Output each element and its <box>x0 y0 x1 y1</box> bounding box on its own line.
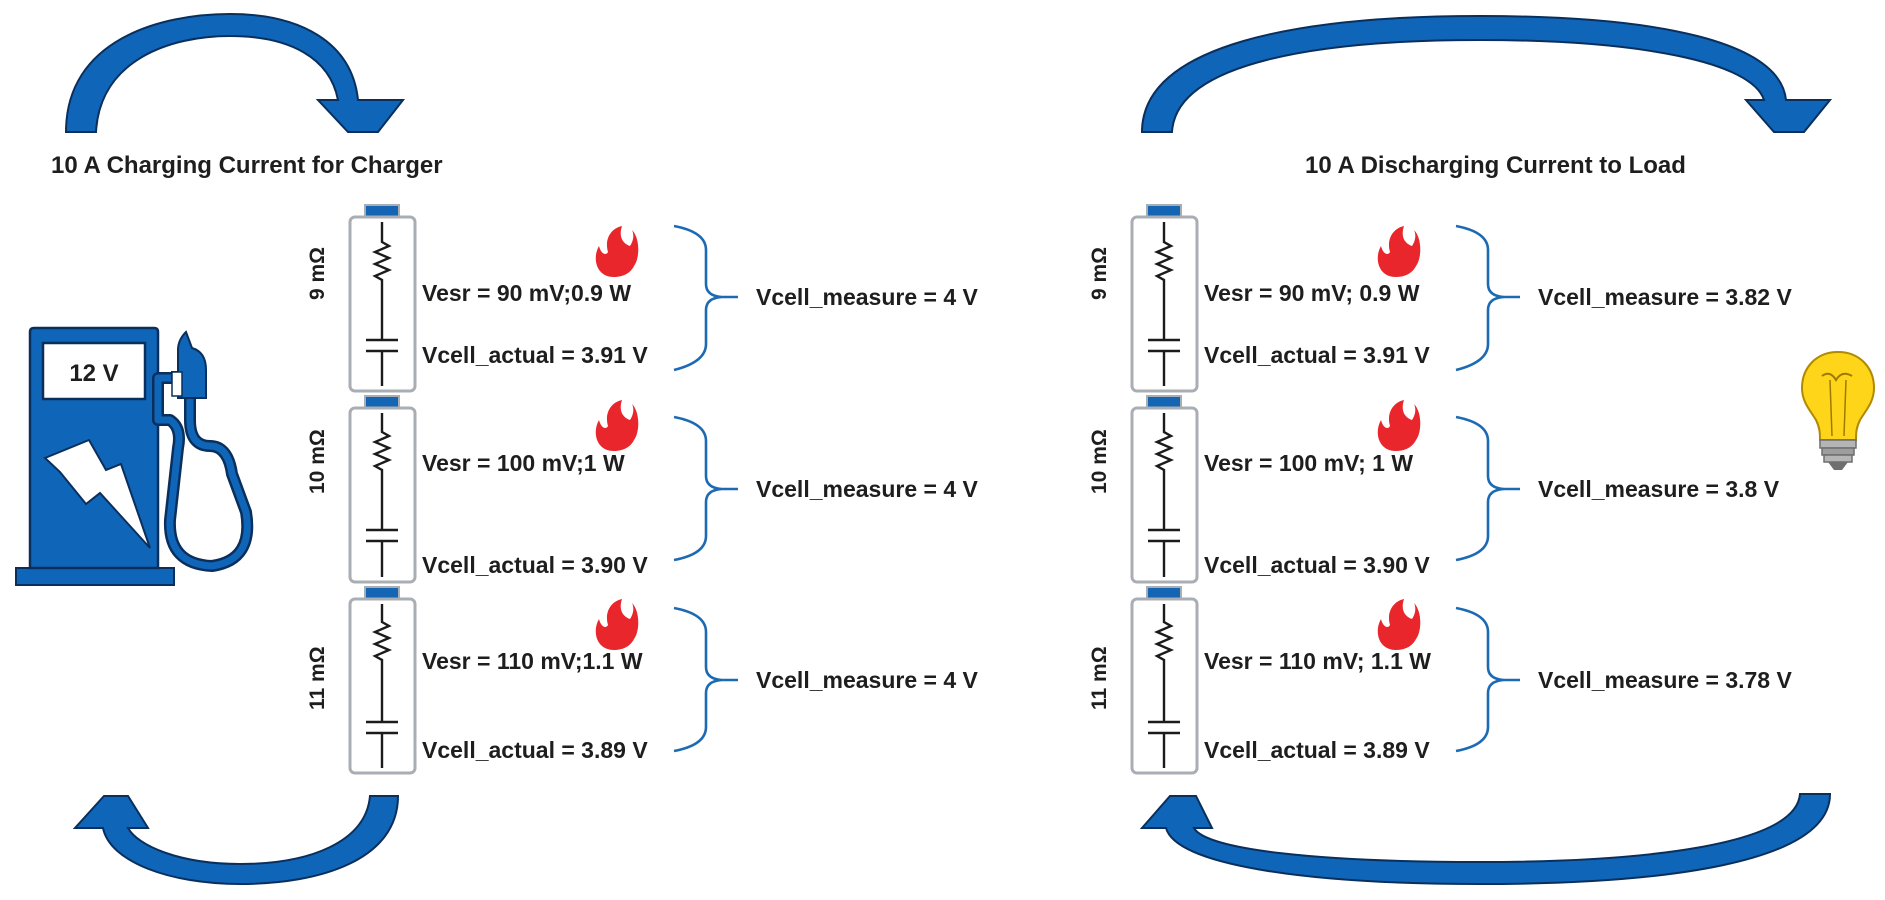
flame-icon <box>1377 226 1421 277</box>
vactual-label: Vcell_actual = 3.90 V <box>1204 552 1430 578</box>
vmeasure-label: Vcell_measure = 4 V <box>756 667 979 693</box>
vactual-label: Vcell_actual = 3.91 V <box>1204 342 1430 368</box>
discharge-cell-3: 11 mΩ Vesr = 110 mV; 1.1 W Vcell_actual … <box>1088 586 1792 775</box>
vactual-label: Vcell_actual = 3.91 V <box>422 342 648 368</box>
cell-terminal <box>1146 395 1182 409</box>
brace <box>673 606 738 753</box>
cell-resistance: 10 mΩ <box>306 429 329 494</box>
vmeasure-label: Vcell_measure = 4 V <box>756 476 979 502</box>
cell-resistance: 11 mΩ <box>1088 646 1111 710</box>
discharging-title: 10 A Discharging Current to Load <box>1305 152 1686 179</box>
cell-terminal <box>364 204 400 218</box>
discharge-cell-2: 10 mΩ Vesr = 100 mV; 1 W Vcell_actual = … <box>1088 395 1780 584</box>
vactual-label: Vcell_actual = 3.89 V <box>422 737 648 763</box>
flame-icon <box>1377 599 1421 650</box>
vesr-label: Vesr = 100 mV;1 W <box>422 450 625 476</box>
brace <box>1455 415 1520 562</box>
flame-icon <box>595 400 639 451</box>
vmeasure-label: Vcell_measure = 3.78 V <box>1538 667 1792 693</box>
brace <box>673 224 738 372</box>
cell-resistance: 10 mΩ <box>1088 429 1111 494</box>
vmeasure-label: Vcell_measure = 3.8 V <box>1538 476 1780 502</box>
curved-arrow-icon <box>64 12 406 133</box>
vesr-label: Vesr = 110 mV; 1.1 W <box>1204 648 1431 674</box>
light-bulb-icon <box>1800 350 1876 470</box>
charge-cell-1: 9 mΩ Vesr = 90 mV;0.9 W Vcell_actual = 3… <box>306 204 979 393</box>
vactual-label: Vcell_actual = 3.90 V <box>422 552 648 578</box>
brace <box>673 415 738 562</box>
vesr-label: Vesr = 100 mV; 1 W <box>1204 450 1413 476</box>
curved-arrow-icon <box>72 795 400 886</box>
cell-terminal <box>364 586 400 600</box>
charger-voltage: 12 V <box>69 360 118 387</box>
cell-resistance: 9 mΩ <box>1088 247 1111 300</box>
vesr-label: Vesr = 90 mV;0.9 W <box>422 280 631 306</box>
flame-icon <box>595 226 639 277</box>
vesr-label: Vesr = 90 mV; 0.9 W <box>1204 280 1420 306</box>
vactual-label: Vcell_actual = 3.89 V <box>1204 737 1430 763</box>
flame-icon <box>1377 400 1421 451</box>
charge-cell-2: 10 mΩ Vesr = 100 mV;1 W Vcell_actual = 3… <box>306 395 979 584</box>
cell-terminal <box>364 395 400 409</box>
charging-title: 10 A Charging Current for Charger <box>51 152 443 179</box>
brace <box>1455 606 1520 753</box>
charging-section: 10 A Charging Current for Charger 12 V 9… <box>15 12 979 886</box>
discharge-cell-1: 9 mΩ Vesr = 90 mV; 0.9 W Vcell_actual = … <box>1088 204 1792 393</box>
curved-arrow-icon <box>1139 793 1832 886</box>
vmeasure-label: Vcell_measure = 3.82 V <box>1538 284 1792 310</box>
vmeasure-label: Vcell_measure = 4 V <box>756 284 979 310</box>
cell-terminal <box>1146 204 1182 218</box>
charge-cell-3: 11 mΩ Vesr = 110 mV;1.1 W Vcell_actual =… <box>306 586 979 775</box>
discharging-section: 10 A Discharging Current to Load 9 mΩ Ve… <box>1088 14 1876 886</box>
fuel-pump-charger-icon <box>15 326 254 586</box>
cell-terminal <box>1146 586 1182 600</box>
cell-resistance: 9 mΩ <box>306 247 329 300</box>
curved-arrow-icon <box>1140 14 1833 133</box>
brace <box>1455 224 1520 372</box>
vesr-label: Vesr = 110 mV;1.1 W <box>422 648 643 674</box>
flame-icon <box>595 599 639 650</box>
cell-resistance: 11 mΩ <box>306 646 329 710</box>
